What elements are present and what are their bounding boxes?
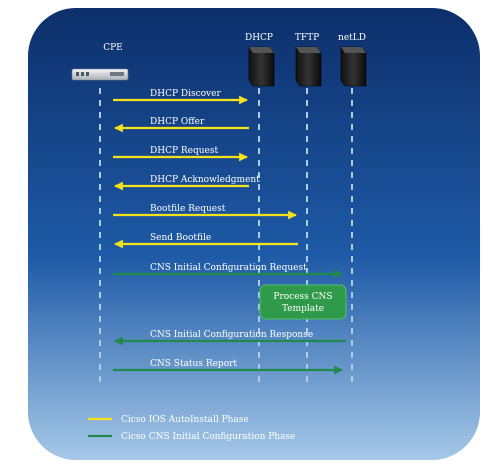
server-icon: [248, 46, 275, 87]
actor-label-cpe: CPE: [103, 43, 123, 53]
message-label: DHCP Acknowledgment: [150, 175, 260, 185]
message-label: DHCP Offer: [150, 117, 205, 127]
legend-label-autoinstall: Cicso IOS AutoInstall Phase: [121, 415, 249, 425]
message-label: DHCP Request: [150, 146, 218, 156]
message-label: Bootfile Request: [150, 204, 226, 214]
message-label: CNS Status Report: [150, 359, 237, 369]
message-label: CNS Initial Configuration Request: [150, 263, 307, 273]
legend-label-cns: Cicso CNS Initial Configuration Phase: [121, 432, 295, 442]
actor-label-netl: netLD: [338, 33, 366, 43]
process-box-line1: Process CNS: [273, 292, 332, 302]
process-box-line2: Template: [282, 304, 324, 314]
actor-label-dhcp: DHCP: [245, 33, 273, 43]
message-label: DHCP Discover: [150, 89, 221, 99]
message-label: Send Bootfile: [150, 233, 211, 243]
router-icon: [71, 68, 129, 81]
server-icon: [295, 46, 322, 87]
process-cns-template-box: Process CNS Template: [259, 284, 347, 320]
message-label: CNS Initial Configuration Response: [150, 330, 313, 340]
diagram-panel: [28, 8, 480, 460]
legend: Cicso IOS AutoInstall Phase Cicso CNS In…: [88, 415, 295, 442]
server-icon: [340, 46, 367, 87]
actor-label-tftp: TFTP: [295, 33, 319, 43]
